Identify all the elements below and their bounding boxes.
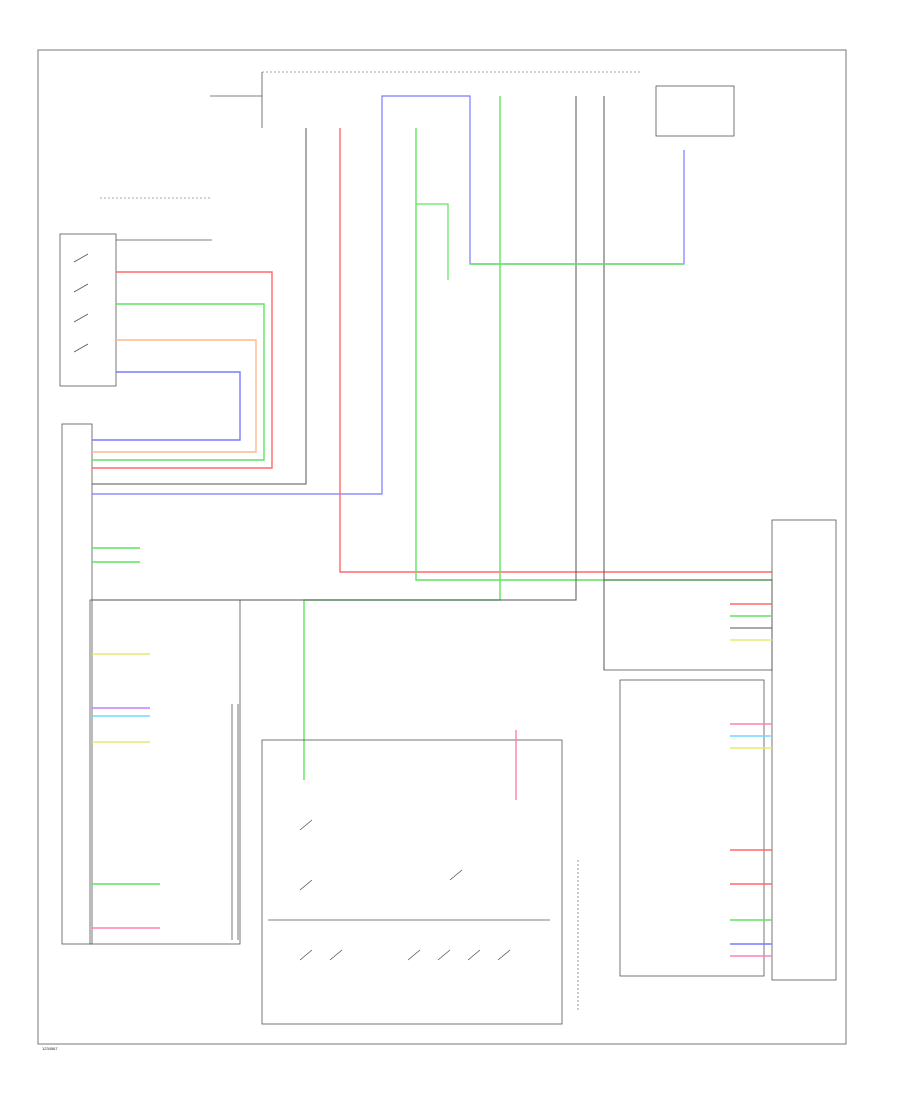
left-seat-heater-switch xyxy=(59,197,212,387)
left-harness-wires xyxy=(92,95,685,495)
diagram-frame xyxy=(37,49,847,1045)
wire-black-trunk-1 xyxy=(92,96,577,601)
right-seat-control-module xyxy=(603,519,837,981)
left-seat-control-module xyxy=(61,423,241,945)
diagram-id-label: 1234567 xyxy=(42,1046,58,1051)
switch-contact-1 xyxy=(73,253,89,353)
right-connector-strip xyxy=(771,519,837,981)
left-module-inner xyxy=(89,599,241,945)
right-upper-module xyxy=(603,579,773,671)
left-module-wire-stubs xyxy=(92,547,160,929)
wire-green-left xyxy=(92,303,265,461)
right-lower-module xyxy=(619,679,765,977)
right-module-wire-stubs xyxy=(730,603,772,957)
wire-red-left xyxy=(92,271,273,469)
bottom-switch-block xyxy=(261,730,579,1025)
bottom-relay-contacts xyxy=(299,819,463,891)
top-connectors xyxy=(210,71,735,137)
left-module-box xyxy=(61,423,93,945)
wire-red-trunk xyxy=(339,128,772,573)
wire-blue-left xyxy=(92,371,241,441)
left-switch-box xyxy=(59,233,117,387)
diagram-labels: 1234567 xyxy=(42,1046,58,1051)
top-right-module-box xyxy=(655,85,735,137)
bottom-switch-box xyxy=(261,739,563,1025)
bottom-switch-contacts xyxy=(299,949,511,961)
wire-orange-left xyxy=(92,339,257,453)
vertical-trunk-wires xyxy=(92,96,772,780)
wire-black-a xyxy=(92,128,307,485)
wire-green-loop xyxy=(416,203,449,280)
wire-blue-vert xyxy=(92,95,685,495)
